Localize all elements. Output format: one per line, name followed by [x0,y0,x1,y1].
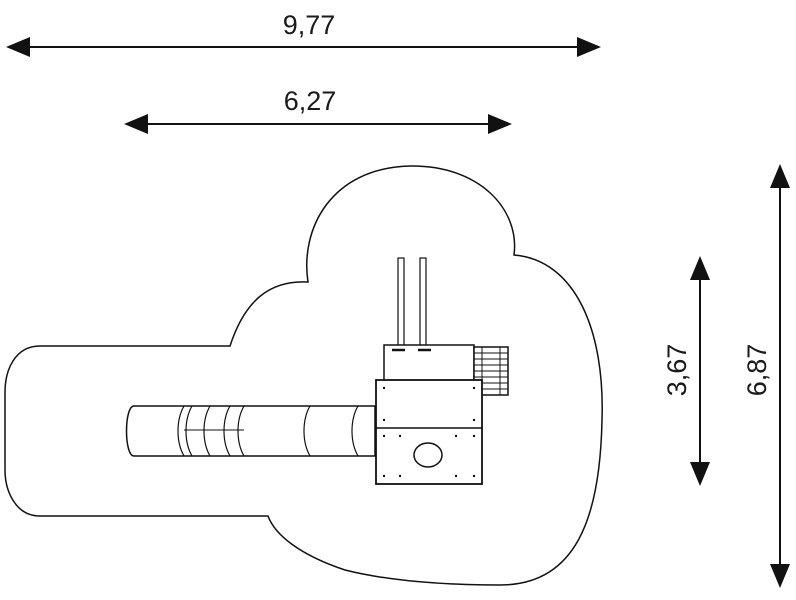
structure-depth-label: 3,67 [662,344,692,397]
total-width-label: 9,77 [283,10,336,40]
tower-roof [375,379,483,485]
climbing-poles [397,257,427,349]
arrow-up-icon [690,256,710,280]
structure-width-dimension: 6,27 [124,86,512,134]
total-depth-label: 6,87 [742,344,772,397]
arrow-left-icon [124,114,148,134]
total-width-dimension: 9,77 [6,10,601,57]
arrow-down-icon [770,564,790,588]
arrow-left-icon [6,37,30,57]
total-depth-dimension: 6,87 [742,164,790,588]
ladder [473,346,509,396]
arrow-right-icon [577,37,601,57]
safety-zone-outline [4,165,603,586]
tube-slide [125,405,376,457]
upper-platform [383,344,475,382]
arrow-right-icon [488,114,512,134]
structure-depth-dimension: 3,67 [662,256,710,486]
structure-width-label: 6,27 [284,86,337,116]
arrow-up-icon [770,164,790,188]
arrow-down-icon [690,462,710,486]
